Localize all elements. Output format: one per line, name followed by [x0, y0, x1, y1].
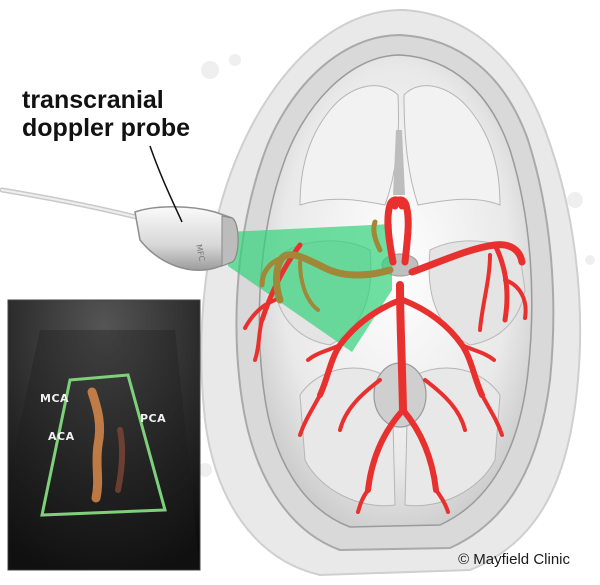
probe-label-line2: doppler probe — [22, 114, 190, 142]
pca-label: PCA — [140, 412, 166, 425]
probe-label: transcranial doppler probe — [22, 86, 190, 142]
aca-label: ACA — [48, 430, 75, 443]
probe-label-line1: transcranial — [22, 86, 190, 114]
doppler-probe: MFC — [135, 207, 238, 270]
ultrasound-inset — [8, 300, 200, 570]
mca-label: MCA — [40, 392, 69, 405]
copyright-notice: © Mayfield Clinic — [458, 551, 570, 568]
